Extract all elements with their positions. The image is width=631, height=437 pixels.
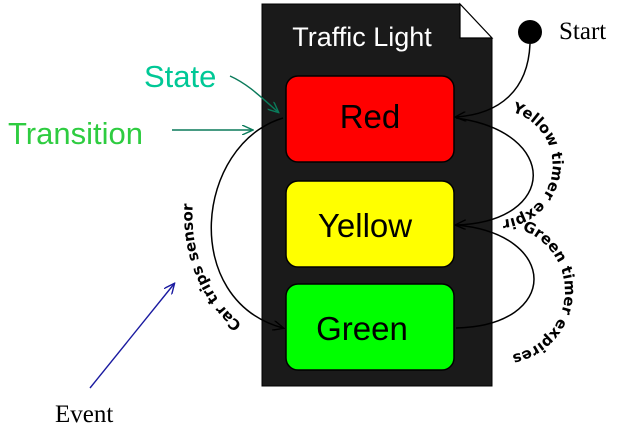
state-green-box xyxy=(285,283,455,371)
start-label: Start xyxy=(559,18,606,45)
yellow-to-green-arrow xyxy=(455,224,535,329)
state-red: Red xyxy=(285,75,455,163)
start-to-red-arrow xyxy=(456,43,531,117)
red-to-yellow-arrow xyxy=(456,117,534,225)
state-annotation-arrow xyxy=(229,75,278,112)
state-yellow: Yellow xyxy=(285,180,455,268)
state-green: Green xyxy=(285,283,455,371)
state-red-label: Red xyxy=(340,98,401,135)
state-annotation: State xyxy=(144,59,216,94)
panel-fold-corner xyxy=(459,2,494,39)
state-yellow-label: Yellow xyxy=(318,207,412,244)
event-annotation-arrow xyxy=(89,284,174,389)
event-annotation: Event xyxy=(55,401,113,428)
start-node xyxy=(518,20,542,44)
state-green-label: Green xyxy=(316,310,408,347)
transition-annotation: Transition xyxy=(8,116,143,151)
panel-title: Traffic Light xyxy=(292,22,432,52)
green-timer-label: Green timer expires xyxy=(511,217,579,368)
